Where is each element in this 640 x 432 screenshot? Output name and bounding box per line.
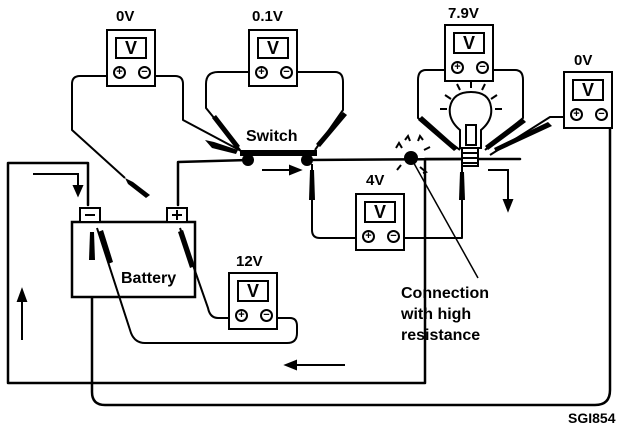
plus-terminal-icon: + bbox=[113, 66, 126, 79]
probe-tip bbox=[485, 118, 526, 150]
lead-0v-left-minus bbox=[152, 75, 244, 153]
voltmeter: V + − bbox=[228, 272, 278, 330]
arrow-top-left bbox=[33, 173, 79, 188]
voltmeter-reading: 7.9V bbox=[448, 5, 479, 22]
probe-tip bbox=[98, 230, 113, 264]
voltmeter: V + − bbox=[563, 71, 613, 129]
minus-terminal-icon: − bbox=[280, 66, 293, 79]
lead-bulb-minus bbox=[484, 69, 524, 151]
probe-tip bbox=[205, 140, 238, 154]
switch-contact-left bbox=[242, 154, 254, 166]
bulb-light-rays bbox=[440, 80, 502, 110]
battery-label: Battery bbox=[121, 270, 177, 287]
minus-terminal-icon: − bbox=[138, 66, 151, 79]
voltmeter-display: V bbox=[453, 32, 485, 54]
minus-terminal-icon: − bbox=[595, 108, 608, 121]
arrow-head-top-left bbox=[72, 185, 84, 198]
probe-tip bbox=[459, 172, 465, 200]
voltmeter: V + − bbox=[248, 29, 298, 87]
voltmeter-reading: 0V bbox=[574, 52, 593, 69]
plus-terminal-icon: + bbox=[570, 108, 583, 121]
minus-terminal-icon: − bbox=[260, 309, 273, 322]
minus-terminal-icon: − bbox=[476, 61, 489, 74]
switch-bar bbox=[240, 150, 317, 156]
plus-terminal-icon: + bbox=[235, 309, 248, 322]
current-flow-arrows bbox=[16, 164, 514, 371]
voltmeter-reading: 12V bbox=[236, 253, 263, 270]
lead-battery-minus bbox=[96, 227, 298, 344]
arrow-head-switch bbox=[289, 164, 303, 176]
voltmeter: V + − bbox=[355, 193, 405, 251]
high-resistance-note: Connection with high resistance bbox=[401, 285, 489, 344]
light-bulb bbox=[448, 90, 493, 167]
lead-connection-plus bbox=[311, 164, 355, 239]
probe-tip bbox=[212, 115, 240, 149]
voltmeter-display: V bbox=[237, 280, 269, 302]
figure-code: SGI854 bbox=[568, 410, 616, 426]
arrow-head-left-up bbox=[16, 287, 28, 302]
probe-tip bbox=[178, 230, 195, 268]
voltmeter-display: V bbox=[257, 37, 289, 59]
voltmeter-reading: 0V bbox=[116, 8, 135, 25]
voltmeter: V + − bbox=[444, 24, 494, 82]
minus-terminal-icon: − bbox=[387, 230, 400, 243]
voltmeter: V + − bbox=[106, 29, 156, 87]
voltmeter-display: V bbox=[572, 79, 604, 101]
probe-tip bbox=[89, 232, 95, 260]
plus-terminal-icon: + bbox=[362, 230, 375, 243]
lead-switch-minus bbox=[293, 71, 344, 151]
lead-0v-left-plus bbox=[71, 75, 126, 179]
arrow-head-bulb-down bbox=[502, 199, 514, 213]
voltmeter-display: V bbox=[115, 37, 147, 59]
lead-bulb-plus bbox=[417, 69, 461, 151]
voltmeter-display: V bbox=[364, 201, 396, 223]
probe-tip bbox=[418, 116, 458, 151]
voltmeter-reading: 4V bbox=[366, 172, 385, 189]
arrow-bulb-down bbox=[488, 169, 509, 205]
switch-contact-right bbox=[301, 154, 313, 166]
arrow-head-bottom bbox=[283, 359, 297, 371]
note-leader-line bbox=[410, 157, 479, 279]
plus-terminal-icon: + bbox=[255, 66, 268, 79]
lead-connection-minus bbox=[398, 166, 463, 239]
probe-tip bbox=[125, 178, 150, 198]
plus-terminal-icon: + bbox=[451, 61, 464, 74]
switch-label: Switch bbox=[246, 128, 298, 145]
resistance-spark-marks bbox=[395, 133, 431, 174]
wire-battery-pos-to-switch bbox=[176, 158, 250, 207]
probe-tip bbox=[494, 122, 552, 152]
probe-tips bbox=[89, 112, 552, 268]
voltmeter-reading: 0.1V bbox=[252, 8, 283, 25]
lead-switch-plus bbox=[205, 71, 250, 151]
lead-battery-plus bbox=[179, 227, 230, 319]
probe-tip bbox=[316, 112, 347, 147]
probe-tip bbox=[309, 170, 315, 200]
wire-switch-to-bulb bbox=[305, 157, 470, 162]
